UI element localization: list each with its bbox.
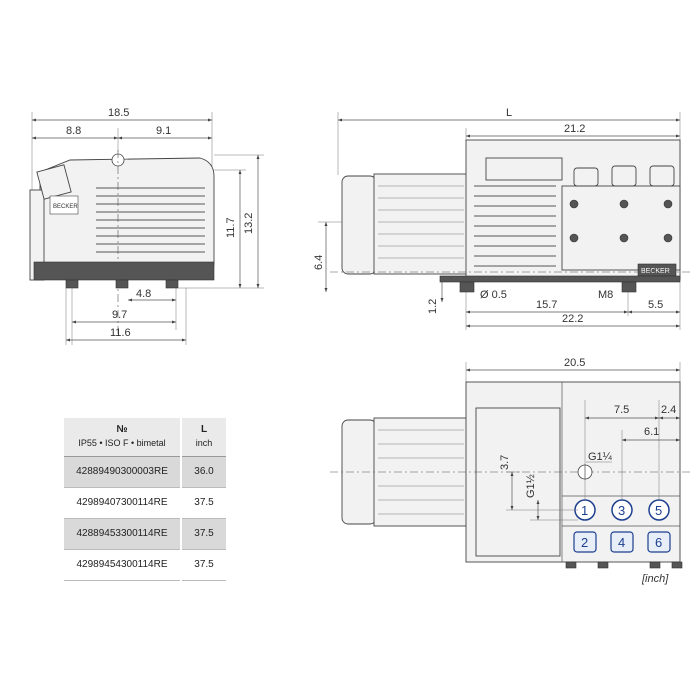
top-foot bbox=[565, 561, 577, 569]
side-housing-fins bbox=[474, 185, 556, 267]
bolt-icon bbox=[569, 199, 579, 209]
dim-port-span-a: 7.5 bbox=[614, 404, 629, 416]
top-foot bbox=[597, 561, 609, 569]
side-motor-body bbox=[373, 173, 469, 275]
port-2: 2 bbox=[573, 531, 597, 553]
side-pump-top-block bbox=[485, 157, 563, 181]
svg-text:6: 6 bbox=[655, 535, 662, 550]
table-row-length: 37.5 bbox=[182, 488, 226, 519]
table-row-part: 42989454300114RE bbox=[64, 550, 180, 581]
dim-left-width: 8.8 bbox=[66, 125, 81, 137]
length-header-sub: inch bbox=[195, 438, 213, 448]
dim-thread: M8 bbox=[598, 289, 613, 301]
top-pump-block bbox=[475, 407, 561, 557]
front-base bbox=[33, 261, 215, 281]
side-motor-cap bbox=[341, 175, 377, 275]
dim-feet-spacing: 4.8 bbox=[136, 288, 151, 300]
front-brand-plate bbox=[49, 195, 79, 215]
svg-text:3: 3 bbox=[618, 503, 625, 518]
table-row-length: 37.5 bbox=[182, 519, 226, 550]
dim-top-span: 21.2 bbox=[564, 123, 585, 135]
spec-table-length-header: L inch bbox=[182, 418, 226, 457]
side-connector-1 bbox=[573, 167, 599, 187]
dim-base-span: 15.7 bbox=[536, 299, 557, 311]
bolt-icon bbox=[663, 233, 673, 243]
length-header-label: L bbox=[200, 424, 208, 435]
spec-table-part-column: № IP55 • ISO F • bimetal 42889490300003R… bbox=[64, 418, 180, 581]
front-cooling-fins bbox=[96, 187, 205, 253]
side-foot-left bbox=[459, 281, 475, 293]
side-base bbox=[439, 275, 681, 283]
front-brand-label: BECKER bbox=[53, 204, 78, 210]
port-5: 5 bbox=[648, 499, 670, 521]
side-manifold bbox=[561, 185, 681, 271]
front-foot-left bbox=[65, 279, 79, 289]
table-row-length: 36.0 bbox=[182, 457, 226, 488]
part-header-sub: IP55 • ISO F • bimetal bbox=[78, 438, 166, 448]
side-foot-right bbox=[621, 281, 637, 293]
dim-edge-offset: 5.5 bbox=[648, 299, 663, 311]
dim-right-width: 9.1 bbox=[156, 125, 171, 137]
dim-top-overall: 20.5 bbox=[564, 357, 585, 369]
dim-thread-b: G1½ bbox=[525, 474, 537, 498]
top-motor-fins bbox=[378, 429, 464, 515]
dim-shaft-height: 6.4 bbox=[313, 255, 325, 270]
spec-table-length-column: L inch 36.0 37.5 37.5 37.5 bbox=[182, 418, 226, 581]
side-connector-2 bbox=[611, 165, 637, 187]
dim-port-offset: 2.4 bbox=[661, 404, 676, 416]
table-row-length: 37.5 bbox=[182, 550, 226, 581]
top-foot bbox=[649, 561, 661, 569]
dim-base-total: 22.2 bbox=[562, 313, 583, 325]
bolt-icon bbox=[663, 199, 673, 209]
dim-port-span-b: 6.1 bbox=[644, 426, 659, 438]
bolt-icon bbox=[619, 199, 629, 209]
port-4: 4 bbox=[610, 531, 634, 553]
front-terminal-box bbox=[36, 164, 72, 200]
dim-hole-diameter: Ø 0.5 bbox=[480, 289, 507, 301]
dim-overall-width: 18.5 bbox=[108, 107, 129, 119]
svg-text:4: 4 bbox=[618, 535, 625, 550]
dim-base-width: 11.6 bbox=[110, 327, 131, 339]
dim-feet-outer: 9.7 bbox=[112, 309, 127, 321]
dim-thread-a: G1¼ bbox=[588, 451, 613, 463]
side-connector-3 bbox=[649, 165, 675, 187]
svg-text:5: 5 bbox=[655, 503, 662, 518]
side-brand-label: BECKER bbox=[641, 268, 670, 275]
dim-height-total: 13.2 bbox=[243, 213, 255, 234]
top-foot bbox=[671, 561, 683, 569]
bolt-icon bbox=[619, 233, 629, 243]
unit-note: [inch] bbox=[641, 573, 669, 585]
table-row-part: 42989407300114RE bbox=[64, 488, 180, 519]
table-row-part: 42889490300003RE bbox=[64, 457, 180, 488]
top-view: 20.5 1 3 bbox=[330, 357, 690, 585]
table-row-part: 42889453300114RE bbox=[64, 519, 180, 550]
bolt-icon bbox=[569, 233, 579, 243]
front-foot-right bbox=[165, 279, 179, 289]
spec-table-part-header: № IP55 • ISO F • bimetal bbox=[64, 418, 180, 457]
dim-length: L bbox=[506, 107, 512, 119]
svg-text:1: 1 bbox=[581, 503, 588, 518]
svg-text:2: 2 bbox=[581, 535, 588, 550]
dim-height-a: 3.7 bbox=[499, 455, 511, 470]
port-6: 6 bbox=[647, 531, 671, 553]
side-view: L 21.2 bbox=[313, 107, 690, 330]
front-foot-middle bbox=[115, 279, 129, 289]
dim-height-mid: 11.7 bbox=[225, 217, 237, 238]
side-motor-fins bbox=[378, 185, 464, 259]
part-header-label: № bbox=[116, 424, 128, 435]
front-view: 18.5 8.8 9.1 BECKER bbox=[29, 107, 264, 345]
dim-foot-gap: 1.2 bbox=[427, 299, 439, 314]
port-3: 3 bbox=[611, 499, 633, 521]
